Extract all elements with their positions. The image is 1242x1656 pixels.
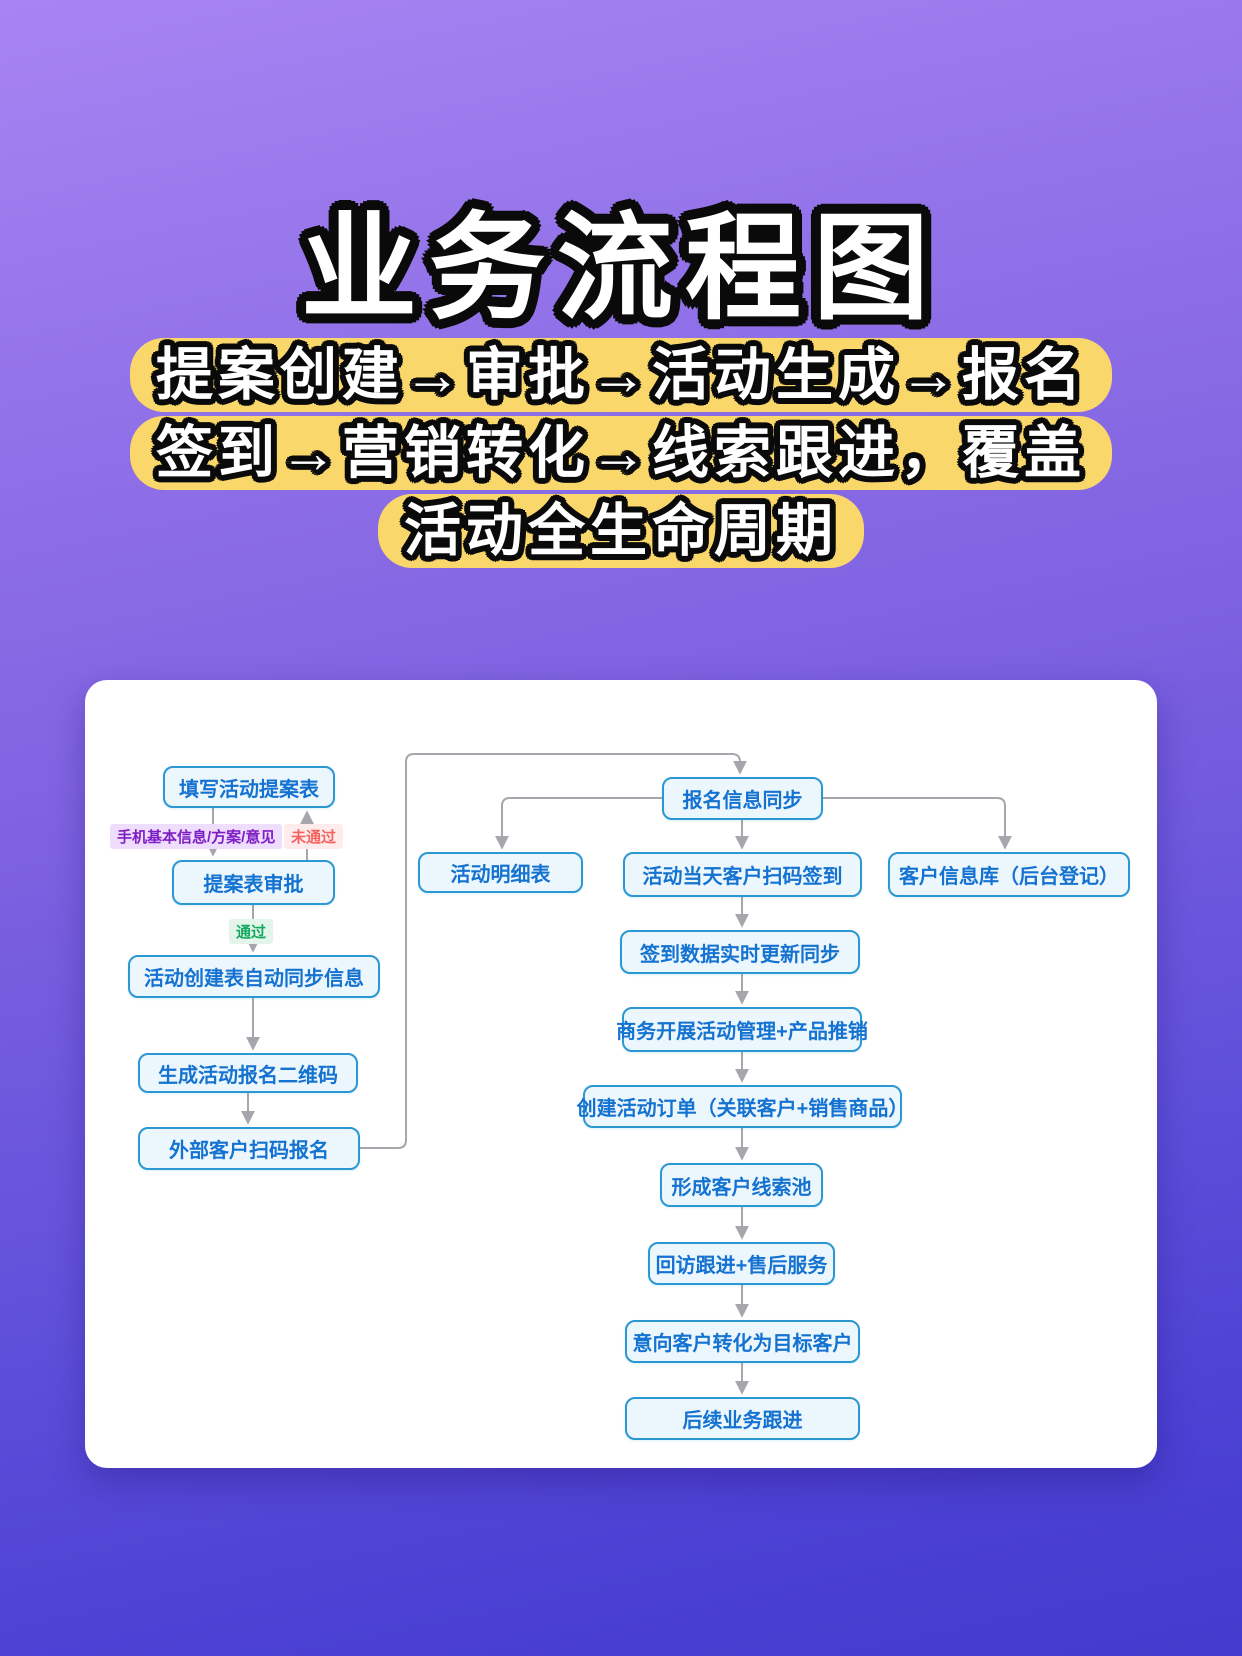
subtitle-highlight: 活动全生命周期 bbox=[378, 494, 864, 568]
page-title: 业务流程图 bbox=[301, 202, 941, 333]
flow-node-proposal-review: 提案表审批 bbox=[172, 860, 335, 905]
flow-node-scan-checkin-on-day: 活动当天客户扫码签到 bbox=[623, 852, 862, 897]
subtitle-line: 活动全生命周期 bbox=[0, 494, 1242, 568]
subtitle: 提案创建→审批→活动生成→报名 签到→营销转化→线索跟进，覆盖 活动全生命周期 bbox=[0, 338, 1242, 572]
subtitle-line: 提案创建→审批→活动生成→报名 bbox=[0, 338, 1242, 412]
flow-node-generate-qr: 生成活动报名二维码 bbox=[138, 1053, 358, 1093]
flow-node-customer-lead-pool: 形成客户线索池 bbox=[660, 1163, 823, 1207]
flow-node-customer-info-db: 客户信息库（后台登记） bbox=[888, 852, 1130, 897]
flow-node-followup-after-sales: 回访跟进+售后服务 bbox=[648, 1242, 835, 1285]
flow-node-external-scan-register: 外部客户扫码报名 bbox=[138, 1127, 360, 1170]
flow-node-fill-proposal-form: 填写活动提案表 bbox=[163, 766, 335, 808]
flow-node-followup-business: 后续业务跟进 bbox=[625, 1397, 860, 1440]
subtitle-highlight: 提案创建→审批→活动生成→报名 bbox=[130, 338, 1112, 412]
edge-label-passed: 通过 bbox=[229, 919, 274, 944]
flow-node-business-activity-mgmt: 商务开展活动管理+产品推销 bbox=[616, 1007, 868, 1052]
subtitle-highlight: 签到→营销转化→线索跟进，覆盖 bbox=[130, 416, 1112, 490]
subtitle-line: 签到→营销转化→线索跟进，覆盖 bbox=[0, 416, 1242, 490]
flow-node-convert-to-target: 意向客户转化为目标客户 bbox=[625, 1320, 860, 1363]
flow-node-create-activity-order: 创建活动订单（关联客户+销售商品） bbox=[577, 1085, 908, 1128]
flow-node-activity-create-sync: 活动创建表自动同步信息 bbox=[128, 955, 380, 998]
flow-node-checkin-realtime-sync: 签到数据实时更新同步 bbox=[620, 930, 860, 974]
flow-node-activity-detail-table: 活动明细表 bbox=[418, 852, 583, 893]
flow-node-registration-info-sync: 报名信息同步 bbox=[662, 777, 823, 820]
edge-label-not-passed: 未通过 bbox=[284, 824, 344, 849]
edge-label-collect-info: 手机基本信息/方案/意见 bbox=[110, 824, 283, 849]
